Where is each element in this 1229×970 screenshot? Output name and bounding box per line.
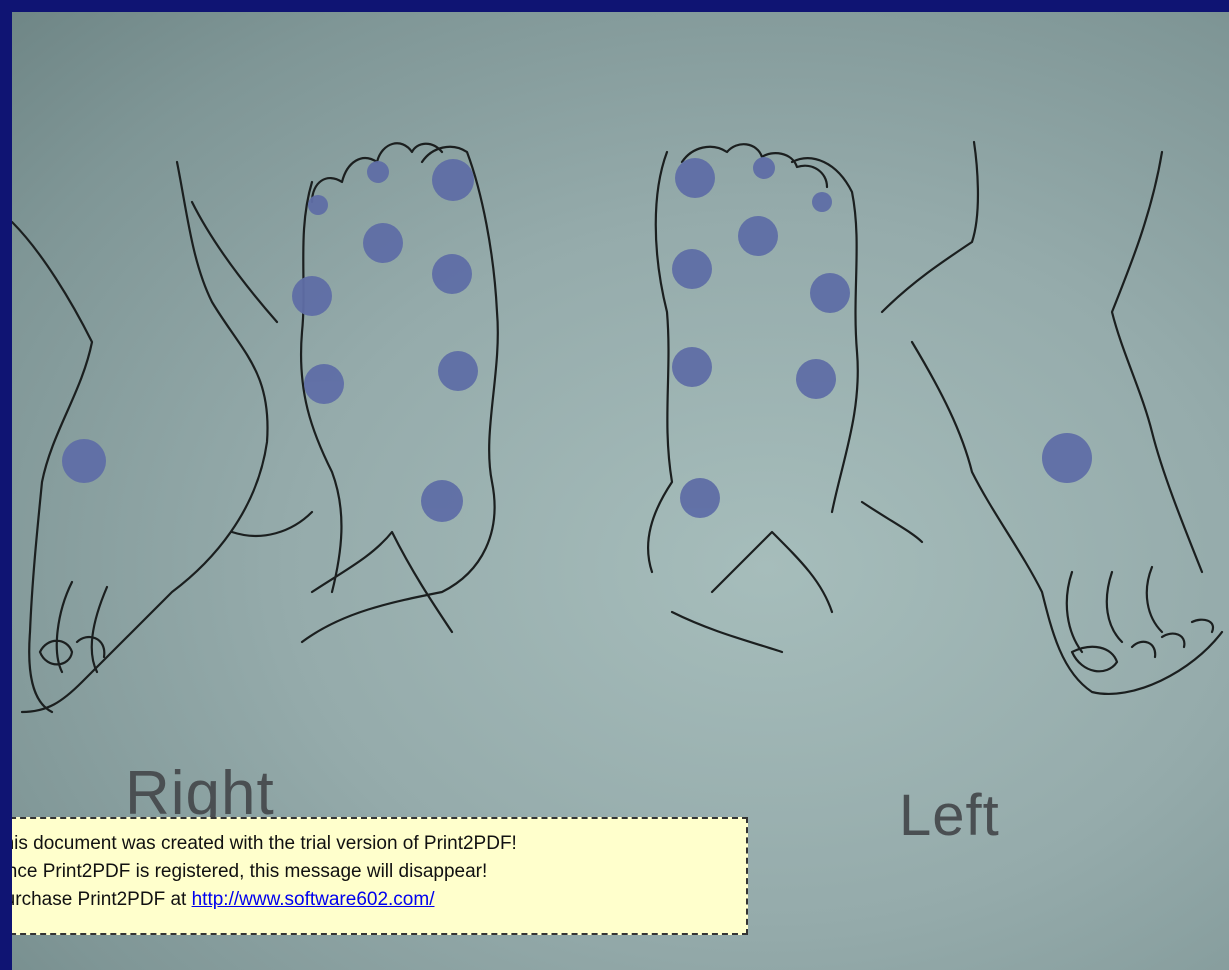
acupoint-dot xyxy=(738,216,778,256)
notice-line-1: This document was created with the trial… xyxy=(12,830,746,858)
acupoint-dot xyxy=(1042,433,1092,483)
acupoint-dot xyxy=(308,195,328,215)
notice-purchase-text: Purchase Print2PDF at xyxy=(12,889,192,910)
foot-outline-right-side xyxy=(40,582,107,672)
trial-version-notice: This document was created with the trial… xyxy=(12,817,748,935)
acupoint-dot xyxy=(672,347,712,387)
foot-outline-left-side xyxy=(1112,152,1202,572)
acupoint-dot xyxy=(432,159,474,201)
foot-outline-left-side xyxy=(1067,567,1162,652)
software602-link[interactable]: http://www.software602.com/ xyxy=(192,889,435,910)
acupoint-dot xyxy=(367,161,389,183)
foot-outline-left-side xyxy=(1072,620,1213,672)
acupoint-dot xyxy=(796,359,836,399)
slide-photo: Right Left This document was created wit… xyxy=(12,12,1229,970)
acupoint-dot xyxy=(304,364,344,404)
foot-outline-right-sole xyxy=(232,512,312,536)
acupoint-dot xyxy=(753,157,775,179)
acupoint-dot xyxy=(421,480,463,522)
notice-line-3: Purchase Print2PDF at http://www.softwar… xyxy=(12,886,746,914)
label-left: Left xyxy=(899,782,1000,849)
acupoint-dot xyxy=(62,439,106,483)
foot-outline-left-side xyxy=(882,142,1222,694)
acupoint-dot xyxy=(292,276,332,316)
acupoint-dot xyxy=(672,249,712,289)
acupoint-dot xyxy=(680,478,720,518)
acupoint-dot xyxy=(438,351,478,391)
acupoint-dot xyxy=(812,192,832,212)
acupoint-dot xyxy=(432,254,472,294)
acupoint-dot xyxy=(675,158,715,198)
foot-outline-right-side xyxy=(192,202,277,322)
acupoint-dot xyxy=(363,223,403,263)
notice-line-2: Once Print2PDF is registered, this messa… xyxy=(12,858,746,886)
foot-outline-left-sole xyxy=(862,502,922,542)
acupoint-dot xyxy=(810,273,850,313)
